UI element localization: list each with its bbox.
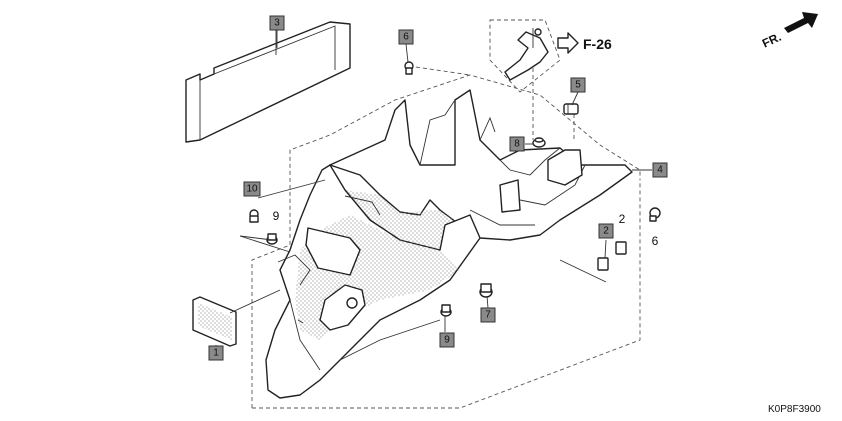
- rear-fender-main: [265, 164, 481, 399]
- grommet-icon: [479, 283, 493, 298]
- callout-2: 2: [598, 223, 614, 239]
- bracket-assembly-f26: [504, 28, 549, 81]
- front-direction-arrow-icon: [784, 12, 818, 33]
- bolt-icon: [404, 61, 414, 75]
- ref-arrow-icon: [557, 32, 579, 54]
- svg-text:2: 2: [603, 226, 609, 237]
- svg-text:8: 8: [514, 139, 520, 150]
- svg-text:5: 5: [575, 80, 581, 91]
- callout-10: 10: [243, 181, 261, 197]
- svg-text:3: 3: [274, 18, 280, 29]
- grommet-icon: [532, 137, 546, 148]
- callout-9: 9: [439, 332, 455, 348]
- grommet-icon: [266, 233, 278, 245]
- callout-8: 8: [509, 136, 525, 152]
- leader-lines: [215, 30, 652, 346]
- svg-text:4: 4: [657, 165, 663, 176]
- svg-text:7: 7: [485, 310, 491, 321]
- svg-text:9: 9: [444, 335, 450, 346]
- clip-nut-icon: [615, 241, 627, 255]
- bolt-icon: [249, 209, 259, 223]
- drawing-code: K0P8F3900: [768, 404, 821, 415]
- bolt-icon: [649, 207, 661, 222]
- number-6-label: 6: [652, 234, 659, 248]
- callout-4: 4: [652, 162, 668, 178]
- clip-nut-icon: [597, 257, 609, 271]
- callout-6: 6: [398, 29, 414, 45]
- number-9-label: 9: [273, 209, 280, 223]
- fasteners: [249, 61, 661, 317]
- callout-5: 5: [570, 77, 586, 93]
- number-2-label: 2: [619, 212, 626, 226]
- callout-3: 3: [269, 15, 285, 31]
- rear-bracket-part-3: [185, 21, 351, 143]
- grommet-icon: [440, 304, 452, 317]
- ref-label: F-26: [583, 36, 612, 52]
- reflector-part-1: [192, 296, 237, 347]
- front-direction-label: FR.: [760, 30, 783, 51]
- callout-1: 1: [208, 345, 224, 361]
- callout-7: 7: [480, 307, 496, 323]
- clip-nut-icon: [563, 103, 579, 115]
- svg-text:1: 1: [213, 348, 219, 359]
- svg-text:6: 6: [403, 32, 409, 43]
- svg-text:10: 10: [246, 184, 258, 195]
